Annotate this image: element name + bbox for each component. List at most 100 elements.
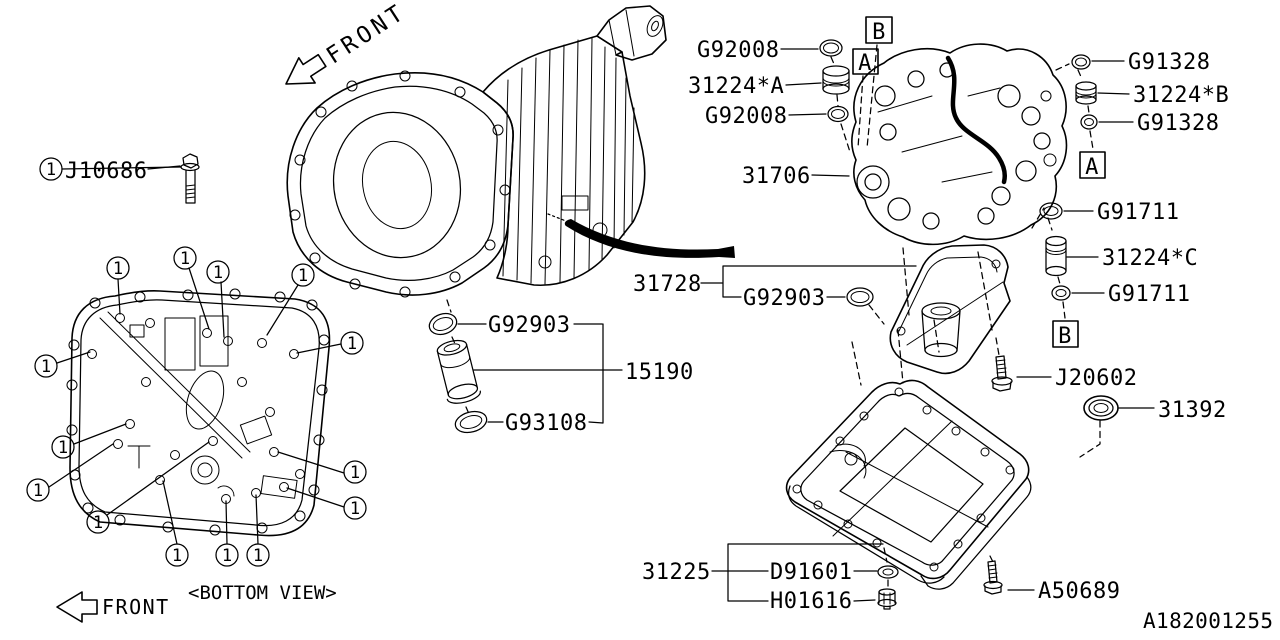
callout-1: 1 xyxy=(39,157,63,181)
o-ring-icon-g92008-top xyxy=(819,39,843,57)
svg-text:1: 1 xyxy=(180,249,190,269)
callout-1: 1 xyxy=(51,435,75,459)
part-label-g91711-lower: G91711 xyxy=(1108,282,1190,307)
label-leader-lines xyxy=(147,48,1155,591)
svg-text:1: 1 xyxy=(347,334,357,354)
bolt-icon-a50689 xyxy=(983,560,1003,595)
o-ring-icon-g91711-lower xyxy=(1051,285,1071,301)
bottom-view-note: <BOTTOM VIEW> xyxy=(188,582,337,604)
callout-1: 1 xyxy=(165,543,189,567)
o-ring-icon-g92903-pipe xyxy=(428,312,458,336)
svg-text:1: 1 xyxy=(298,266,308,286)
svg-text:1: 1 xyxy=(350,499,360,519)
oil-pan-drawing xyxy=(785,379,1032,590)
o-ring-icon-g91711-top xyxy=(1039,202,1063,220)
part-label-g92903-pipe: G92903 xyxy=(488,313,570,338)
accumulator-piston-icon-31224b xyxy=(1075,81,1097,105)
callout-1: 1 xyxy=(343,460,367,484)
svg-text:1: 1 xyxy=(213,263,223,283)
gasket-bottom-view-drawing xyxy=(66,288,331,537)
part-label-31224c: 31224*C xyxy=(1102,246,1198,271)
callout-1: 1 xyxy=(340,331,364,355)
oil-pipe-icon-15190 xyxy=(436,339,481,404)
case-ribs xyxy=(502,37,635,285)
svg-text:1: 1 xyxy=(172,546,182,566)
id-plate xyxy=(561,195,589,211)
part-label-j20602: J20602 xyxy=(1055,366,1137,391)
front-label-bottom: FRONT xyxy=(102,595,170,619)
bracket-31225 xyxy=(711,543,884,602)
part-label-31225: 31225 xyxy=(642,560,711,585)
part-label-31392: 31392 xyxy=(1158,398,1227,423)
ref-box-letter: B xyxy=(872,20,886,45)
accumulator-piston-icon-31224c xyxy=(1045,235,1067,277)
callout-1: 1 xyxy=(106,256,130,280)
case-bolt-icon xyxy=(180,153,200,204)
callout-1: 1 xyxy=(206,260,230,284)
gasket-inner-holes xyxy=(87,313,305,504)
part-label-15190: 15190 xyxy=(625,360,694,385)
valve-body-solenoids xyxy=(856,62,1057,230)
part-label-31706: 31706 xyxy=(742,164,811,189)
accumulator-piston-icon-31224a xyxy=(822,65,850,95)
part-label-g92008-top: G92008 xyxy=(697,38,779,63)
callout-1: 1 xyxy=(86,510,110,534)
part-number-labels: J10686 G92008 31224*A G92008 31706 G9132… xyxy=(65,38,1229,614)
part-label-31224b: 31224*B xyxy=(1133,83,1229,108)
pointer-arrow xyxy=(564,219,735,258)
svg-text:1: 1 xyxy=(350,463,360,483)
part-label-j10686: J10686 xyxy=(65,159,147,184)
bracket-15190 xyxy=(457,323,623,424)
svg-text:1: 1 xyxy=(222,546,232,566)
part-label-h01616: H01616 xyxy=(770,589,852,614)
ref-box-b-top: B xyxy=(865,16,893,45)
part-label-g92008-lower: G92008 xyxy=(705,104,787,129)
pointer-arrow-leader xyxy=(547,213,567,222)
ref-box-b-right: B xyxy=(1052,320,1079,349)
front-arrow-top: FRONT xyxy=(285,0,411,85)
callout-circles: 1 1 1 1 1 1 1 1 1 1 1 1 1 1 1 xyxy=(26,157,367,567)
bell-housing-bolt-holes xyxy=(289,70,511,298)
ref-box-a-right: A xyxy=(1079,151,1106,180)
bracket-31728 xyxy=(700,265,917,298)
svg-text:1: 1 xyxy=(58,438,68,458)
part-label-g91711-top: G91711 xyxy=(1097,200,1179,225)
seal-ring-icon-31392 xyxy=(1083,395,1119,421)
o-ring-icon-g91328-lower xyxy=(1080,114,1098,130)
oil-pan-bolt-holes xyxy=(792,387,1015,572)
valve-body-drawing xyxy=(851,43,1068,246)
ref-box-letter: A xyxy=(858,51,872,76)
part-label-g91328-top: G91328 xyxy=(1128,50,1210,75)
svg-text:1: 1 xyxy=(41,357,51,377)
callout-1: 1 xyxy=(246,543,270,567)
part-label-a50689: A50689 xyxy=(1038,579,1120,604)
ref-box-a-top: A xyxy=(852,48,879,76)
ref-box-letter: B xyxy=(1058,324,1072,349)
part-label-d91601: D91601 xyxy=(770,560,852,585)
front-arrow-bottom: FRONT xyxy=(56,591,170,623)
part-label-31728: 31728 xyxy=(633,272,702,297)
gasket-rim-holes xyxy=(66,288,330,536)
front-label-top: FRONT xyxy=(322,0,411,69)
drawing-number: A182001255 xyxy=(1143,609,1273,633)
o-ring-icon-g92903-strainer xyxy=(846,287,874,307)
callout-1: 1 xyxy=(173,246,197,270)
callout-1: 1 xyxy=(26,478,50,502)
wiring-harness xyxy=(945,55,1008,185)
part-label-g92903-strainer: G92903 xyxy=(743,286,825,311)
part-label-31224a: 31224*A xyxy=(688,74,784,99)
transmission-drawing xyxy=(286,5,667,298)
oil-strainer-drawing xyxy=(889,244,1011,375)
callout-1: 1 xyxy=(343,496,367,520)
part-label-g93108: G93108 xyxy=(505,411,587,436)
part-label-g91328-lower: G91328 xyxy=(1137,111,1219,136)
callout-number: 1 xyxy=(46,160,56,180)
callout-1: 1 xyxy=(34,354,58,378)
o-ring-icon-g91328-top xyxy=(1071,54,1091,70)
svg-text:1: 1 xyxy=(253,546,263,566)
o-ring-icon-g93108 xyxy=(454,410,488,434)
svg-text:1: 1 xyxy=(33,481,43,501)
callout-1: 1 xyxy=(291,263,315,287)
